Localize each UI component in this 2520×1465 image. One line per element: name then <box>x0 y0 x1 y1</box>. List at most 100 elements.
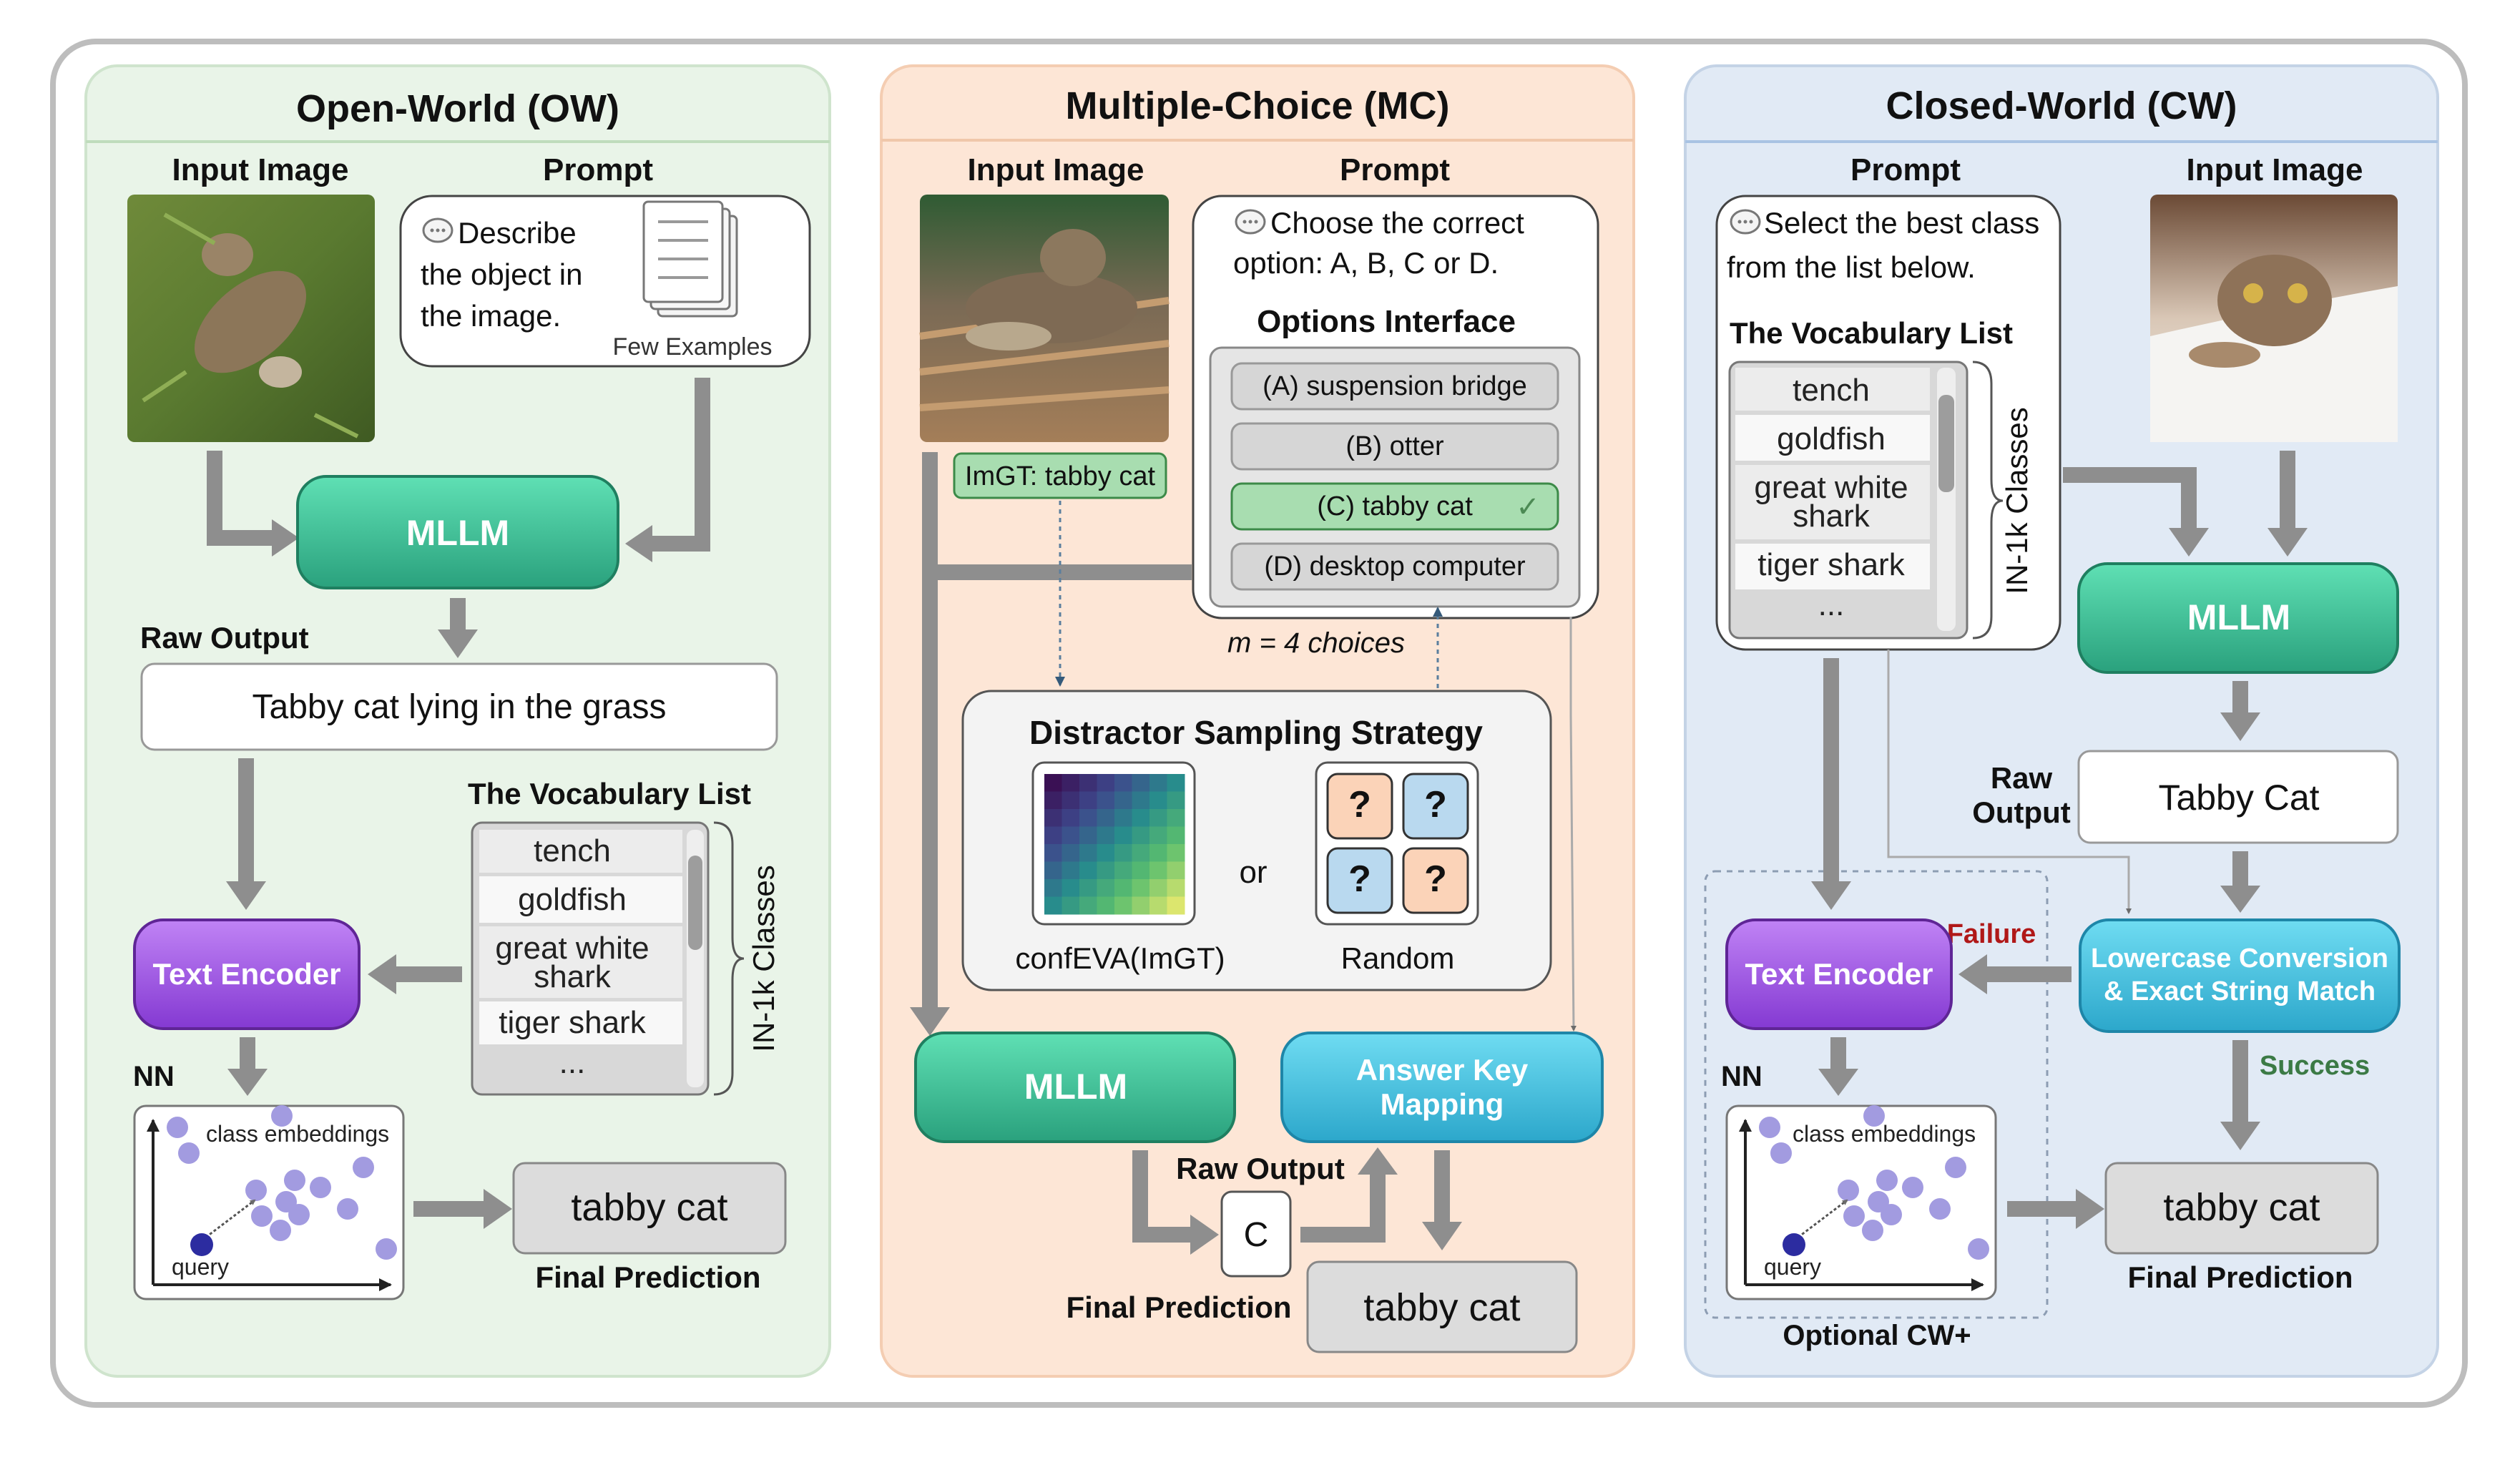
heatmap-cell <box>1097 896 1115 915</box>
cw-text-encoder-label: Text Encoder <box>1745 957 1933 991</box>
ow-embedding-plot: class embeddings query <box>133 1104 405 1300</box>
cw-optional-region <box>1704 870 2049 1319</box>
cw-raw-output-label-1: Raw <box>1991 761 2053 795</box>
ow-vocab-side: IN-1k Classes <box>747 865 780 1052</box>
heatmap-cell <box>1079 791 1097 810</box>
heatmap-cell <box>1062 791 1080 810</box>
ow-vocab-item-2: goldfish <box>518 882 627 917</box>
mc-answer-key-line-2: Mapping <box>1381 1087 1504 1121</box>
heatmap-cell <box>1167 791 1185 810</box>
ow-vocab-item-4: tiger shark <box>499 1005 646 1040</box>
mc-panel: Multiple-Choice (MC) Input Image Prompt … <box>880 64 1635 1378</box>
mc-distractor-box: Distractor Sampling Strategy or ? ? ? ? … <box>961 690 1552 991</box>
ow-input-image <box>127 195 375 442</box>
cw-embedding-plot: class embeddings query <box>1725 1104 1997 1300</box>
heatmap-cell <box>1132 844 1150 862</box>
heatmap-cell <box>1132 774 1150 792</box>
mc-confeva-heatmap <box>1044 774 1185 915</box>
mc-input-image-label: Input Image <box>968 152 1144 187</box>
heatmap-cell <box>1149 861 1167 880</box>
heatmap-cell <box>1114 809 1132 827</box>
heatmap-cell <box>1044 826 1062 845</box>
cw-vocab-side: IN-1k Classes <box>2000 407 2034 594</box>
cw-optional-label: Optional CW+ <box>1783 1320 1971 1351</box>
mc-raw-output-label: Raw Output <box>1176 1152 1345 1185</box>
cw-final-prediction-label: Final Prediction <box>2127 1260 2353 1294</box>
heatmap-cell <box>1079 826 1097 845</box>
cw-prompt-box: Select the best class from the list belo… <box>1715 195 2061 651</box>
heatmap-cell <box>1114 861 1132 880</box>
ow-vocab-item-3a: great white <box>495 931 649 966</box>
heatmap-cell <box>1167 826 1185 845</box>
mc-prompt-line-2: option: A, B, C or D. <box>1233 246 1499 280</box>
mc-distractor-title: Distractor Sampling Strategy <box>1029 714 1483 751</box>
speech-bubble-icon <box>422 217 453 243</box>
ow-query-point <box>190 1233 213 1256</box>
mc-option-d-label: (D) desktop computer <box>1264 552 1526 582</box>
heatmap-cell <box>1062 774 1080 792</box>
ow-panel: Open-World (OW) Input Image Prompt Descr… <box>84 64 831 1378</box>
cw-vocab-item-2: goldfish <box>1777 421 1886 456</box>
mc-mllm-box <box>914 1032 1236 1143</box>
mc-mllm-label: MLLM <box>1024 1067 1127 1107</box>
mc-option-d <box>1230 542 1559 591</box>
heatmap-cell <box>1079 861 1097 880</box>
cw-success-label: Success <box>2260 1051 2370 1081</box>
ow-raw-output-box <box>140 662 778 751</box>
cw-lowercase-line-1: Lowercase Conversion <box>2091 944 2388 974</box>
mc-option-a-label: (A) suspension bridge <box>1263 371 1527 401</box>
mc-prompt-box: Choose the correct option: A, B, C or D.… <box>1192 195 1599 619</box>
ow-query-label: query <box>172 1254 229 1280</box>
ow-vocab-scrollbar <box>688 856 702 950</box>
heatmap-cell <box>1062 844 1080 862</box>
mc-random-cell-3 <box>1326 847 1393 914</box>
cw-vocab-brace <box>1972 361 2004 640</box>
heatmap-cell <box>1167 774 1185 792</box>
mc-prediction-box <box>1306 1260 1578 1353</box>
ow-class-embeddings-label: class embeddings <box>206 1121 389 1147</box>
cw-raw-output-label-2: Output <box>1972 795 2071 829</box>
ow-prediction: tabby cat <box>571 1186 727 1229</box>
cw-mllm-label: MLLM <box>2187 597 2290 637</box>
heatmap-cell <box>1079 879 1097 897</box>
cw-prediction: tabby cat <box>2163 1186 2320 1229</box>
mc-title: Multiple-Choice (MC) <box>1066 84 1450 127</box>
cw-prediction-box <box>2104 1162 2379 1255</box>
ow-text-encoder-label: Text Encoder <box>153 957 341 991</box>
ow-vocab-item-5: ... <box>559 1045 586 1080</box>
heatmap-cell <box>1114 791 1132 810</box>
cw-prompt-line-2: from the list below. <box>1727 250 1976 284</box>
heatmap-cell <box>1114 879 1132 897</box>
heatmap-cell <box>1044 809 1062 827</box>
heatmap-cell <box>1132 791 1150 810</box>
cw-prompt-label: Prompt <box>1850 152 1961 187</box>
heatmap-cell <box>1097 861 1115 880</box>
cw-vocab-item-3b: shark <box>1793 499 1871 534</box>
cw-panel: Closed-World (CW) Prompt Input Image Sel… <box>1684 64 2439 1378</box>
heatmap-cell <box>1079 774 1097 792</box>
ow-vocab-title: The Vocabulary List <box>468 777 751 810</box>
cw-input-image-label: Input Image <box>2187 152 2363 187</box>
ow-text-encoder-box <box>133 918 361 1030</box>
heatmap-cell <box>1044 896 1062 915</box>
mc-or: or <box>1239 855 1267 890</box>
ow-few-examples: Few Examples <box>613 333 773 361</box>
ow-prompt-line-2: the object in <box>421 258 583 291</box>
mc-raw-output: C <box>1244 1216 1269 1254</box>
heatmap-cell <box>1062 826 1080 845</box>
cw-vocab-item-1: tench <box>1793 373 1870 408</box>
mc-imgt: ImGT: tabby cat <box>965 461 1156 491</box>
ow-nn-label: NN <box>133 1061 175 1092</box>
heatmap-cell <box>1149 791 1167 810</box>
ow-final-prediction-label: Final Prediction <box>535 1260 760 1294</box>
heatmap-cell <box>1097 809 1115 827</box>
mc-option-b-label: (B) otter <box>1345 431 1444 461</box>
mc-question-1: ? <box>1348 784 1371 825</box>
cw-vocab-item-3a: great white <box>1754 470 1908 505</box>
heatmap-cell <box>1079 844 1097 862</box>
heatmap-cell <box>1097 791 1115 810</box>
cw-title: Closed-World (CW) <box>1886 84 2237 127</box>
heatmap-cell <box>1132 809 1150 827</box>
cw-vocab-to-match-line <box>1887 650 2132 914</box>
heatmap-cell <box>1149 896 1167 915</box>
